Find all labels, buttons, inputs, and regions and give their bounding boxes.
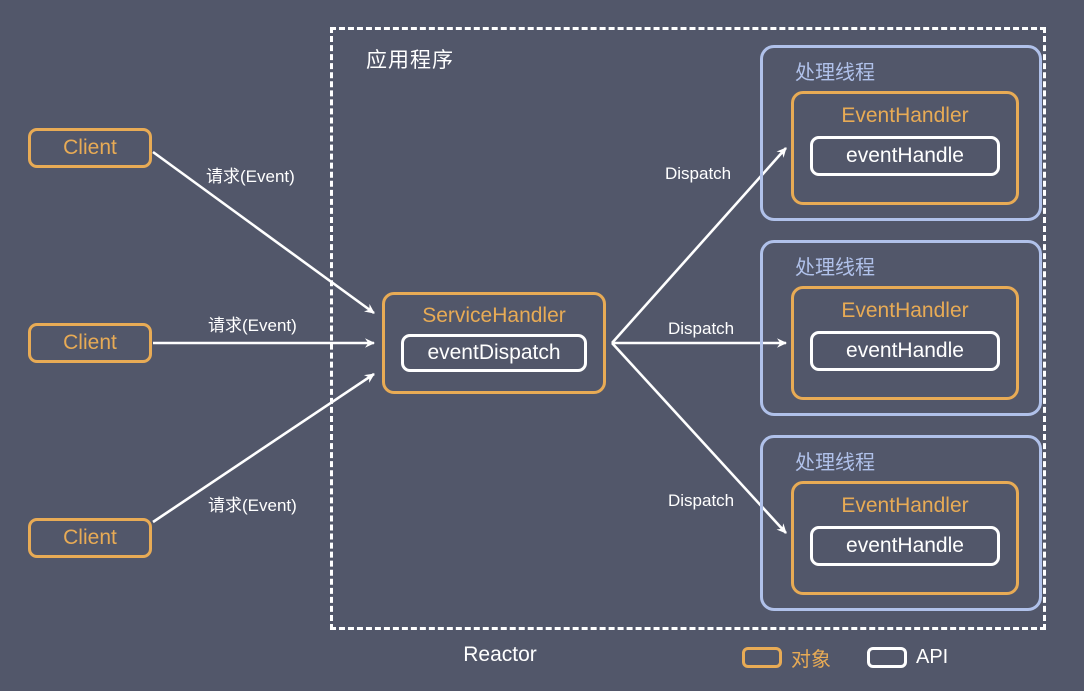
event-handler-title: EventHandler <box>841 104 969 127</box>
event-handler-title: EventHandler <box>841 299 969 322</box>
event-handle-label: eventHandle <box>846 339 964 362</box>
reactor-title: Reactor <box>463 643 537 666</box>
legend-api-label: API <box>916 646 949 668</box>
event-handle-api[interactable]: eventHandle <box>810 526 1000 566</box>
legend: 对象 API <box>742 643 948 672</box>
object-swatch-icon <box>742 647 782 668</box>
client-label: Client <box>63 331 117 354</box>
api-swatch-icon <box>867 647 907 668</box>
client-box-3[interactable]: Client <box>28 518 152 558</box>
event-handler-box[interactable]: EventHandler eventHandle <box>791 286 1019 400</box>
handler-thread-label: 处理线程 <box>795 62 875 84</box>
legend-item-api: API <box>867 646 948 669</box>
event-handle-label: eventHandle <box>846 534 964 557</box>
legend-item-object: 对象 <box>742 643 831 672</box>
client-label: Client <box>63 136 117 159</box>
handler-thread-label: 处理线程 <box>795 452 875 474</box>
handler-thread-label: 处理线程 <box>795 257 875 279</box>
service-handler-title: ServiceHandler <box>422 304 566 327</box>
client-label: Client <box>63 526 117 549</box>
event-handler-box[interactable]: EventHandler eventHandle <box>791 91 1019 205</box>
event-handle-api[interactable]: eventHandle <box>810 136 1000 176</box>
handler-thread-box-1[interactable]: 处理线程 EventHandler eventHandle <box>760 45 1042 221</box>
event-dispatch-label: eventDispatch <box>427 341 561 364</box>
client-box-1[interactable]: Client <box>28 128 152 168</box>
edge-label-request-2: 请求(Event) <box>208 316 297 335</box>
edge-label-request-1: 请求(Event) <box>206 167 295 186</box>
event-dispatch-api[interactable]: eventDispatch <box>401 334 587 372</box>
application-label: 应用程序 <box>366 49 454 72</box>
edge-label-request-3: 请求(Event) <box>208 496 297 515</box>
event-handle-api[interactable]: eventHandle <box>810 331 1000 371</box>
handler-thread-box-2[interactable]: 处理线程 EventHandler eventHandle <box>760 240 1042 416</box>
event-handler-title: EventHandler <box>841 494 969 517</box>
client-box-2[interactable]: Client <box>28 323 152 363</box>
edge-label-dispatch-1: Dispatch <box>665 164 732 183</box>
handler-thread-box-3[interactable]: 处理线程 EventHandler eventHandle <box>760 435 1042 611</box>
edge-label-dispatch-3: Dispatch <box>668 491 735 510</box>
legend-object-label: 对象 <box>791 649 831 671</box>
event-handle-label: eventHandle <box>846 144 964 167</box>
edge-label-dispatch-2: Dispatch <box>668 319 735 338</box>
application-boundary <box>330 27 1046 630</box>
event-handler-box[interactable]: EventHandler eventHandle <box>791 481 1019 595</box>
service-handler-box[interactable]: ServiceHandler eventDispatch <box>382 292 606 394</box>
